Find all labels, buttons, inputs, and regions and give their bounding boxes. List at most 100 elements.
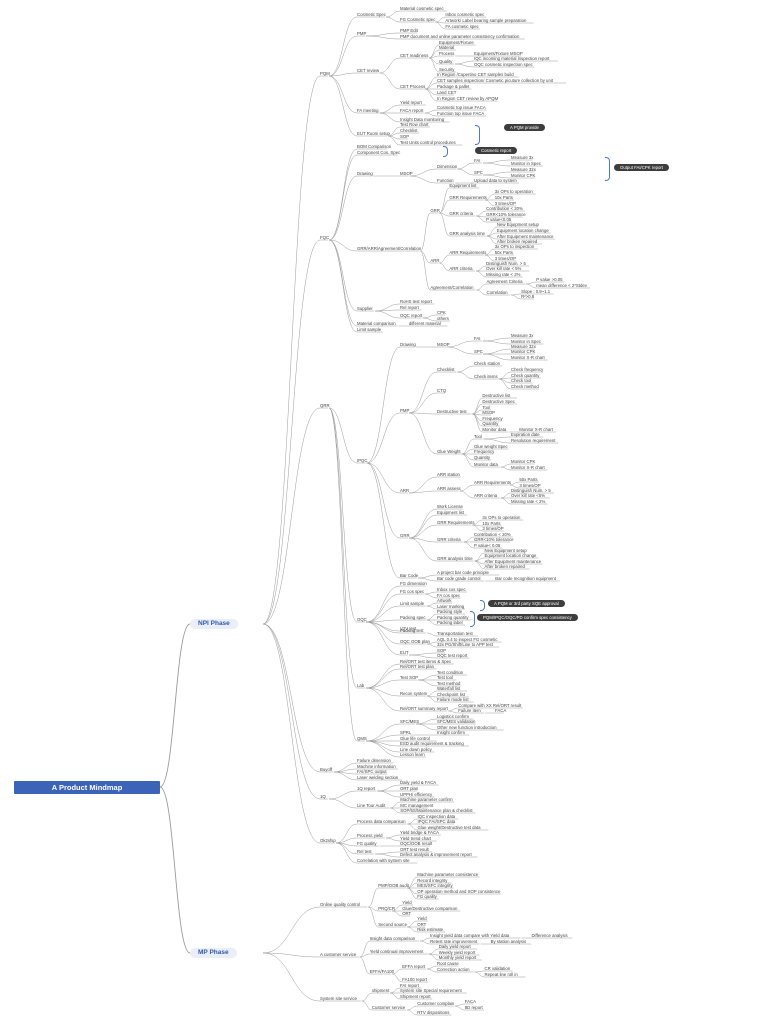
node-record-integrity[interactable]: Record integrity <box>417 878 448 883</box>
node-ipqc-fai-spc-data[interactable]: IPQC FAI/SPC data <box>417 819 456 824</box>
node-bom-comparison[interactable]: BOM Comparison <box>357 144 392 149</box>
node-qms[interactable]: QMS <box>357 736 367 741</box>
node-distinguish-num-5[interactable]: Distinguish Num. > 5 <box>486 261 526 266</box>
node-other-new-function-introduction[interactable]: Other new function introduction <box>437 725 497 730</box>
node-different-material[interactable]: different material <box>408 321 441 326</box>
node-fa-cosmetic-spec[interactable]: FA cosmetic spec <box>445 24 479 29</box>
node-over-kill-rate-5[interactable]: Over kill rate < 5% <box>486 266 522 271</box>
node-glue-life-control[interactable]: Glue life control <box>400 736 430 741</box>
node-drawing[interactable]: Drawing <box>400 342 416 347</box>
node-material[interactable]: Material <box>438 45 455 50</box>
node-repeat-line-roll-in[interactable]: Repeat line roll in <box>484 972 518 977</box>
node-yield-continual-improvement[interactable]: Yield continual improvement <box>369 949 424 954</box>
node-process-data-comparison[interactable]: Process data comparison <box>357 819 406 824</box>
node-oqc-oob-plan[interactable]: OQC OOB plan <box>400 639 430 644</box>
node-destructive-spec[interactable]: Destructive Spec <box>482 399 515 404</box>
node-rel-ort-test-items-spec[interactable]: Rel/ORT test items & Spec <box>400 659 452 664</box>
node-contribution-20[interactable]: Contribution < 20% <box>486 206 523 211</box>
node-laser-marking[interactable]: Laser marking <box>437 604 465 609</box>
node-frequency[interactable]: Frequency <box>474 449 495 454</box>
node-security[interactable]: Security <box>438 67 455 72</box>
node-iqc-inspection-data[interactable]: IQC inspection data <box>417 814 456 819</box>
node-after-equipment-maintenance[interactable]: After Equipment maintenance <box>484 559 542 564</box>
node-after-broken-repaired[interactable]: After broken repaired <box>496 239 538 244</box>
node-monitor-cpk[interactable]: Monitor CPK <box>511 173 536 178</box>
node-checklist[interactable]: Checklist <box>437 367 455 372</box>
node-check-method[interactable]: Check method <box>511 384 539 389</box>
node-arr-station[interactable]: ARR station <box>437 472 460 477</box>
node-new-equipment-setup[interactable]: New Equipment setup <box>496 222 539 227</box>
node-glue-destructive-comparison[interactable]: Glue/Destructive comparison <box>402 906 458 911</box>
node-fg-quality[interactable]: FG quality <box>417 894 437 899</box>
node-rohs-test-report[interactable]: RoHS test report <box>400 299 433 304</box>
node-prq-cr[interactable]: PRQ/CR <box>378 906 396 911</box>
node-lab[interactable]: Lab <box>357 683 365 688</box>
node-correction-action[interactable]: Correction action <box>437 967 470 972</box>
node-inbox-cos-spec[interactable]: Inbox cos spec <box>437 587 466 592</box>
node-daily-yield-report[interactable]: Daily yield report <box>438 944 471 949</box>
node-packing-quantity[interactable]: Packing quantity <box>437 615 469 620</box>
root-node[interactable]: A Product Mindmap <box>14 781 160 794</box>
node-arr-requirements[interactable]: ARR Requirements <box>449 250 487 255</box>
node-risk-estimate[interactable]: Risk estimate <box>417 927 444 932</box>
node-glue-weight-spec[interactable]: Glue weight Spec <box>474 444 508 449</box>
node-material-comparison[interactable]: Material comparison <box>357 321 396 326</box>
node-packing-spec[interactable]: Packing spec <box>400 615 426 620</box>
node-line-tour-audit[interactable]: Line Tour Audit <box>357 803 386 808</box>
node-resolution-requirement[interactable]: Resolution requirement <box>511 438 556 443</box>
node-after-equipment-maintenance[interactable]: After Equipment maintenance <box>496 234 554 239</box>
node-material-cosmetic-spec[interactable]: Material cosmetic spec <box>400 6 444 11</box>
node-yield[interactable]: Yield <box>417 916 427 921</box>
node-equipment-list[interactable]: Equipment list <box>437 510 464 515</box>
node-agreement-correlation[interactable]: Agreement/Correlation <box>430 285 474 290</box>
node-daily-yield-faca[interactable]: Daily yield & FACA <box>400 780 437 785</box>
node-supplier[interactable]: Supplier <box>357 306 373 311</box>
node-insight-confirm[interactable]: Insight confirm <box>437 730 465 735</box>
node-correlation[interactable]: Correlation <box>486 290 508 295</box>
node-check-station[interactable]: Check station <box>474 361 501 366</box>
node-grr-criteria[interactable]: GRR criteria <box>437 537 461 542</box>
node-check-quantity[interactable]: Check quantity <box>511 373 540 378</box>
node-ort-plan[interactable]: ORT plan <box>400 786 419 791</box>
node-sop[interactable]: SOP <box>400 134 410 139</box>
node-effa-report[interactable]: EFFA report <box>402 964 426 969</box>
node-destructive-list[interactable]: Destructive list <box>482 393 511 398</box>
node-measure-3x[interactable]: Measure 3x <box>511 333 534 338</box>
node-qrr[interactable]: QRR <box>320 403 330 408</box>
node-glue-weight[interactable]: Glue Weight <box>437 449 461 454</box>
node-fa-cos-spec[interactable]: FA cos spec <box>437 593 461 598</box>
node-3-times-op[interactable]: 3 times/OP <box>494 256 517 261</box>
node-shipment[interactable]: shipment <box>371 988 390 993</box>
node-ort-test-result[interactable]: ORT test result <box>400 847 429 852</box>
node-ctq[interactable]: CTQ <box>437 388 447 393</box>
node-ok2ship[interactable]: Ok2ship <box>320 838 336 843</box>
node-insight-yield-data-compare-with-yield-da[interactable]: Insight yield data compare with Yield da… <box>430 933 510 938</box>
node-8d-report[interactable]: 8D report <box>464 1005 483 1010</box>
node-grr-10-tolerance[interactable]: GRR<10% tolerance <box>486 212 526 217</box>
node-cpk[interactable]: CPK <box>437 310 446 315</box>
node-second-source[interactable]: Second source <box>378 922 407 927</box>
node-quantity[interactable]: Quantity <box>482 421 499 426</box>
node-equipment-fixture[interactable]: Equipment/Fixture <box>438 40 474 45</box>
node-process[interactable]: Process <box>438 51 455 56</box>
node-machine-parameter-confirm[interactable]: Machine parameter confirm <box>400 797 453 802</box>
node-difference-analysis[interactable]: Difference analysis <box>531 933 568 938</box>
node-machine-parameter-consistence[interactable]: Machine parameter consistence <box>417 872 479 877</box>
node-sfc-mes[interactable]: SFC/MES <box>400 719 420 724</box>
node-test-condition[interactable]: Test condition <box>437 670 464 675</box>
node-fa100-report[interactable]: FA100 report <box>402 977 428 982</box>
node-after-broken-repaired[interactable]: After broken repaired <box>484 564 525 569</box>
node-customer-complain[interactable]: Customer complain <box>417 1001 455 1006</box>
node-cet-review[interactable]: CET review <box>357 68 380 73</box>
node-msop[interactable]: MSOP <box>437 342 450 347</box>
node-oqc-test-report[interactable]: OQC test report <box>437 653 468 658</box>
node-oqc-report[interactable]: OQC report <box>400 313 423 318</box>
node-sfc-mes-validation[interactable]: SFC/MES validation <box>437 719 476 724</box>
node-cosmetic-top-issue-faca[interactable]: Cosmetic top issue FACA <box>437 105 486 110</box>
node-upph-efficiency[interactable]: UPPH/ efficiency <box>400 792 433 797</box>
node-by-station-analysis[interactable]: By station analysis <box>490 939 527 944</box>
node-3-times-op[interactable]: 3 times/OP <box>519 483 541 488</box>
node-aql-0-4-to-inspect-fg-cosmetic[interactable]: AQL 0.4 to inspect FG cosmetic <box>437 637 498 642</box>
node-pmp-document-and-online-parameter-consis[interactable]: PMP document and online parameter consis… <box>400 34 520 39</box>
node-a-customer-service[interactable]: A customer service <box>320 952 357 957</box>
